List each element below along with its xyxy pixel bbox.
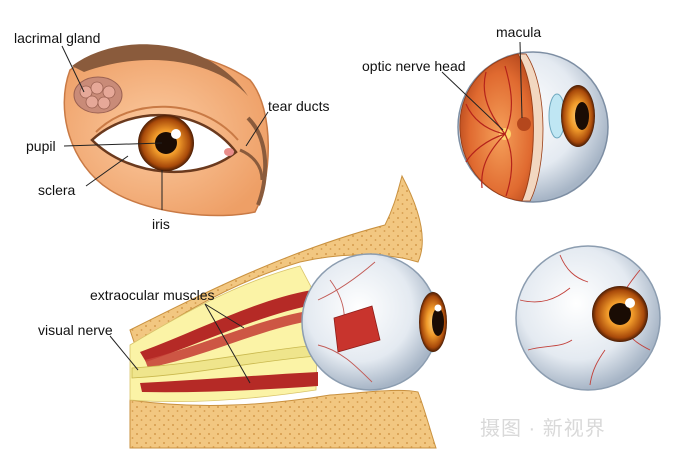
leader-extraocular-muscles-b <box>204 303 251 384</box>
macula-spot <box>517 117 531 131</box>
lacrimal-gland-shape <box>73 76 123 114</box>
nose-edge <box>246 116 268 206</box>
iris-highlight <box>171 129 181 139</box>
orbit-leader-lines <box>109 303 251 384</box>
extraocular-muscle-lower <box>140 372 318 393</box>
front-eye-leader-lines <box>61 45 269 210</box>
upper-lid-crease <box>95 105 239 141</box>
side-pupil <box>432 308 444 336</box>
eyeball-pupil <box>609 303 631 325</box>
orbit-bone-lower <box>129 389 437 449</box>
label-optic-nerve-head: optic nerve head <box>362 58 466 74</box>
pupil-shape <box>155 132 177 154</box>
vessel <box>589 349 606 386</box>
vessel <box>317 344 373 383</box>
extraocular-muscle-middle <box>145 310 316 368</box>
label-iris: iris <box>152 216 170 232</box>
extraocular-muscle-upper <box>140 290 318 362</box>
label-visual-nerve: visual nerve <box>38 322 113 338</box>
watermark: 摄图 · 新视界 <box>480 418 606 440</box>
label-pupil: pupil <box>26 138 56 154</box>
retina-cutaway-view <box>457 51 609 203</box>
orbit-section-view <box>129 174 447 449</box>
vessel <box>527 339 573 351</box>
label-tear-ducts: tear ducts <box>268 98 330 114</box>
leader-sclera <box>85 155 129 187</box>
leader-lacrimal-gland <box>61 45 85 93</box>
leader-tear-ducts <box>245 111 269 147</box>
eyebrow <box>72 44 248 96</box>
vessel <box>504 133 513 197</box>
vessel <box>504 65 513 135</box>
vessel <box>465 103 506 135</box>
label-macula: macula <box>496 24 542 40</box>
leader-pupil <box>63 142 163 147</box>
label-extraocular-muscles: extraocular muscles <box>90 287 215 303</box>
iris-side-pupil <box>575 102 589 130</box>
leader-optic-nerve-head <box>441 71 504 131</box>
vessel <box>317 261 376 301</box>
side-iris-highlight <box>434 304 442 312</box>
vessel <box>559 254 589 283</box>
tear-duct-shape <box>239 148 264 181</box>
retina-leader-lines <box>441 41 523 131</box>
eyeball-highlight <box>625 298 635 308</box>
retinal-vessels <box>465 65 513 197</box>
tear-caruncle <box>224 148 234 156</box>
eyeball-front-view <box>515 245 661 391</box>
leader-macula <box>519 41 523 119</box>
leader-extraocular-muscles-a <box>204 303 245 329</box>
eyeball-sphere <box>515 245 661 391</box>
front-eye-view <box>63 44 269 217</box>
leader-visual-nerve <box>109 335 139 371</box>
muscle-insertion <box>333 305 381 353</box>
vessel <box>465 133 506 163</box>
cutaway-cross-section <box>517 53 544 202</box>
label-sclera: sclera <box>38 182 76 198</box>
vessel <box>481 133 506 189</box>
label-lacrimal-gland: lacrimal gland <box>14 30 101 46</box>
vessel <box>519 287 571 303</box>
